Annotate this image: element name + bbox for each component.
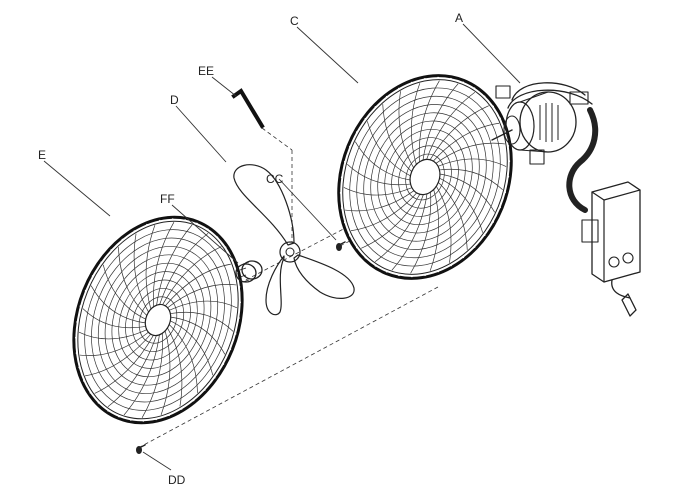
screw-cc <box>336 241 346 251</box>
label-dd: DD <box>168 473 186 487</box>
motor-assembly <box>491 82 641 317</box>
screw-dd <box>136 444 146 454</box>
rear-grille <box>337 74 513 280</box>
leader-lines <box>43 23 521 471</box>
label-ee: EE <box>198 64 214 78</box>
label-c: C <box>290 14 299 28</box>
front-grille <box>72 215 244 425</box>
label-a: A <box>455 11 463 25</box>
allen-key <box>231 88 265 129</box>
label-d: D <box>170 93 179 107</box>
label-e: E <box>38 148 46 162</box>
spinner-cap <box>235 260 263 283</box>
label-cc: CC <box>266 172 284 186</box>
label-ff: FF <box>160 192 175 206</box>
fan-blade <box>233 164 355 316</box>
part-labels: A C D E EE FF CC DD <box>38 11 463 487</box>
